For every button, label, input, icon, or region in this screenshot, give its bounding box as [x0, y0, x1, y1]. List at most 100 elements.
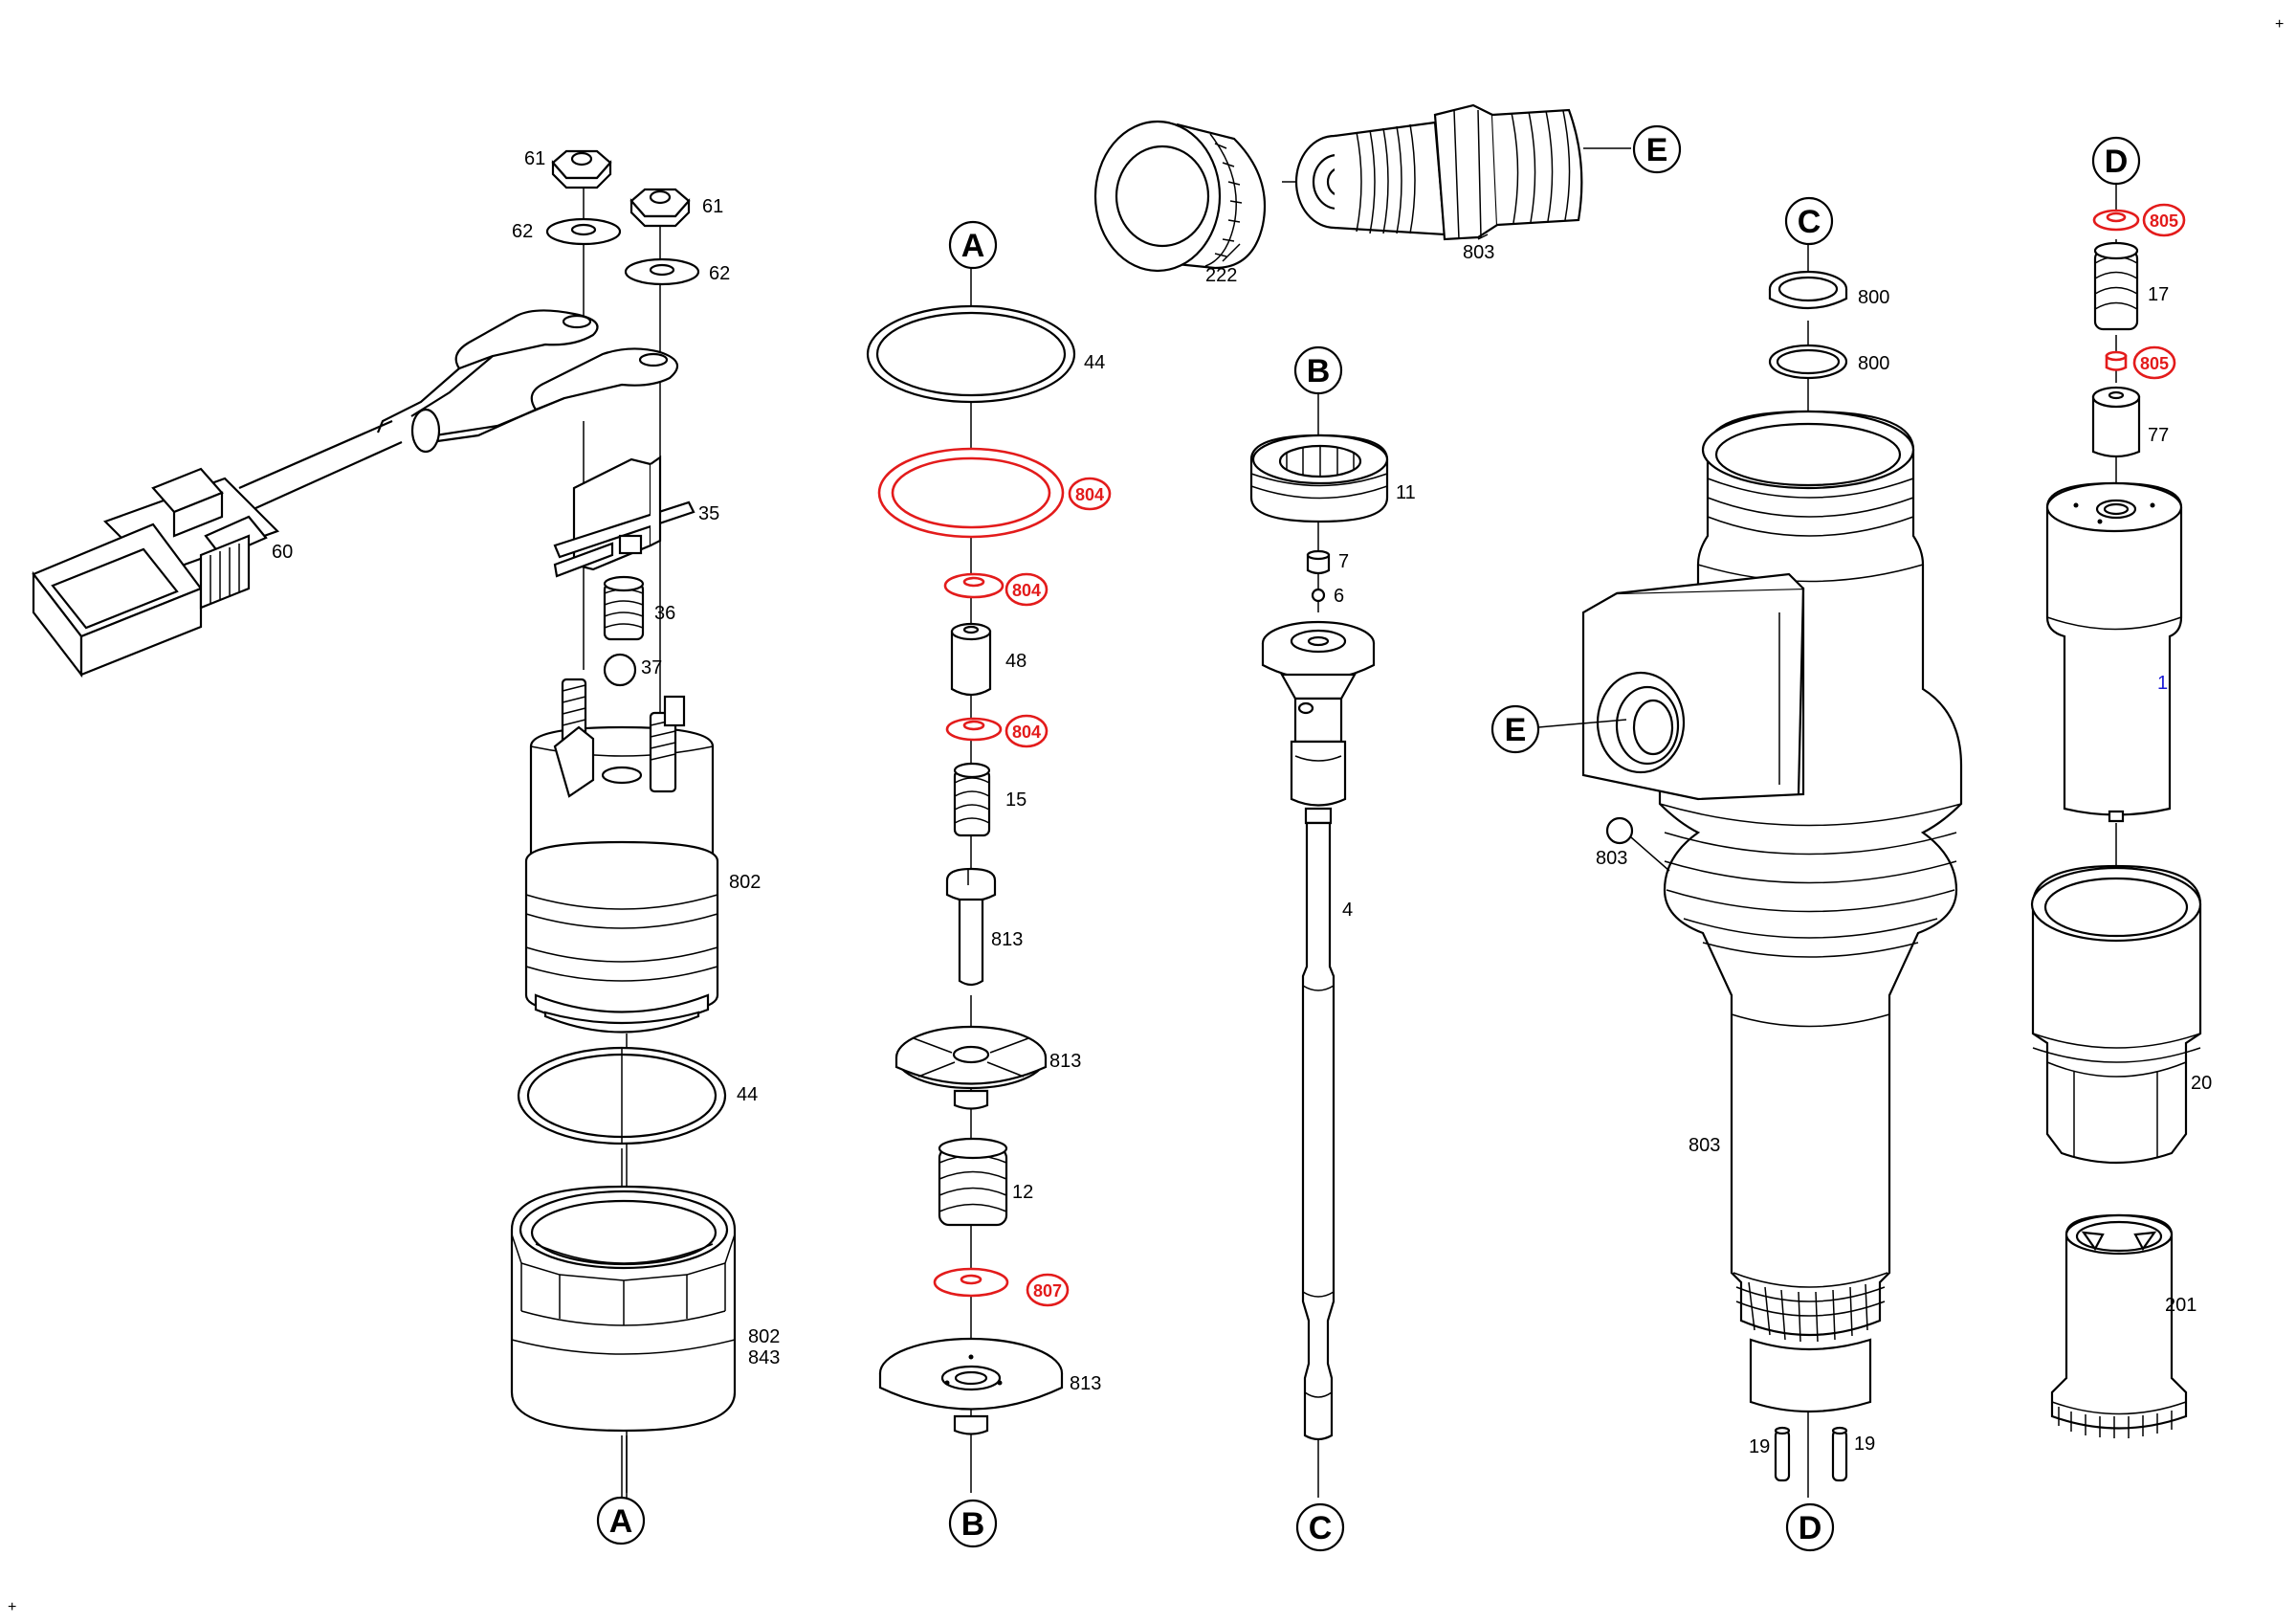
spring-17	[2093, 241, 2139, 331]
spring-12	[938, 1137, 1008, 1227]
washer-62b	[624, 257, 700, 286]
svg-text:805: 805	[2150, 211, 2178, 231]
ref-marker-b-top: B	[1293, 345, 1343, 395]
svg-text:C: C	[1309, 1510, 1333, 1546]
label-813-bolt: 813	[991, 929, 1023, 950]
svg-text:804: 804	[1075, 485, 1104, 504]
badge-804-small-upper: 804	[1004, 572, 1049, 607]
ref-marker-e-top: E	[1632, 124, 1682, 174]
inlet-connector-803	[1294, 103, 1583, 241]
badge-807: 807	[1026, 1273, 1070, 1307]
valve-nut-11	[1249, 434, 1389, 523]
armature-bolt-813	[945, 867, 997, 987]
ref-marker-d-top: D	[2091, 136, 2141, 186]
label-44-upper: 44	[1084, 352, 1105, 373]
highlight-labels: 804 804 804 807 805 805	[1004, 203, 2186, 1307]
svg-text:C: C	[1798, 204, 1821, 240]
svg-text:804: 804	[1012, 581, 1041, 600]
label-19-right: 19	[1854, 1434, 1875, 1455]
column-nozzle	[2030, 182, 2202, 1438]
ref-marker-c-top: C	[1784, 196, 1834, 246]
label-44-lower: 44	[737, 1084, 758, 1105]
label-19-left: 19	[1749, 1436, 1770, 1457]
label-36: 36	[654, 603, 675, 624]
ring-800-lower	[1768, 344, 1848, 380]
cable-harness-60	[32, 309, 679, 678]
spring-36	[603, 575, 645, 641]
ref-marker-a-bottom: A	[596, 1496, 646, 1545]
shim-804-small-lower	[945, 717, 1003, 742]
nozzle-nut-20	[2030, 864, 2202, 1165]
nozzle-1	[2045, 481, 2183, 823]
column-solenoid-assembly	[32, 149, 737, 1502]
corner-mark-bottom-left: +	[8, 1599, 16, 1615]
ball-seat-7	[1306, 549, 1331, 575]
svg-text:B: B	[1307, 353, 1331, 389]
corner-mark-top-right: +	[2275, 16, 2284, 33]
sleeve-48	[950, 622, 992, 697]
label-222: 222	[1205, 265, 1237, 286]
o-ring-44-upper	[866, 304, 1076, 404]
label-800-lower: 800	[1858, 353, 1889, 374]
label-6: 6	[1334, 586, 1344, 607]
ref-marker-b-bottom: B	[948, 1499, 998, 1548]
label-62a: 62	[512, 221, 533, 242]
spring-15	[953, 762, 991, 837]
label-813-valve: 813	[1070, 1373, 1101, 1394]
sleeve-201	[2050, 1213, 2188, 1438]
label-37: 37	[641, 657, 662, 678]
dowel-pin-19-right	[1831, 1426, 1848, 1482]
control-rod-4	[1301, 821, 1336, 1441]
shim-805-lower	[2105, 350, 2128, 371]
label-803-ball: 803	[1596, 848, 1627, 869]
svg-text:804: 804	[1012, 723, 1041, 742]
svg-text:807: 807	[1033, 1281, 1062, 1301]
svg-text:D: D	[1799, 1510, 1822, 1546]
svg-text:B: B	[961, 1506, 985, 1543]
inlet-group	[1093, 103, 1631, 273]
label-62b: 62	[709, 263, 730, 284]
hex-nut-61b	[629, 188, 691, 228]
label-813-disc: 813	[1049, 1051, 1081, 1072]
ring-800-upper	[1768, 270, 1848, 310]
badge-804-large: 804	[1068, 477, 1112, 511]
label-201: 201	[2165, 1295, 2197, 1316]
badge-805-upper: 805	[2142, 203, 2186, 237]
clip-35	[553, 455, 695, 578]
label-15: 15	[1005, 789, 1027, 811]
label-35: 35	[698, 503, 719, 524]
label-11: 11	[1396, 482, 1416, 503]
ball-37	[603, 653, 637, 687]
injector-body-803	[1581, 410, 1963, 1413]
leader-lines	[1222, 233, 1489, 262]
label-1-nozzle: 1	[2157, 673, 2168, 694]
label-802-solenoid: 802	[729, 872, 761, 893]
label-4: 4	[1342, 900, 1353, 921]
ref-marker-a-top: A	[948, 220, 998, 270]
label-61b: 61	[702, 196, 723, 217]
label-17: 17	[2148, 284, 2169, 305]
svg-text:D: D	[2105, 144, 2129, 180]
label-843: 843	[748, 1347, 780, 1368]
ball-803	[1605, 816, 1634, 845]
ball-6	[1311, 588, 1326, 603]
label-800-upper: 800	[1858, 287, 1889, 308]
label-77: 77	[2148, 425, 2169, 446]
washer-62a	[545, 217, 622, 246]
reference-markers: A A B B C C D D	[596, 124, 2141, 1552]
svg-text:E: E	[1505, 712, 1527, 748]
label-7: 7	[1338, 551, 1349, 572]
svg-text:A: A	[961, 228, 985, 264]
badge-804-small-lower: 804	[1004, 714, 1049, 748]
valve-disc-813	[878, 1337, 1064, 1435]
label-803-body: 803	[1689, 1135, 1720, 1156]
shim-804-small-upper	[943, 572, 1004, 599]
label-60: 60	[272, 542, 293, 563]
armature-disc-813	[894, 1025, 1048, 1110]
svg-text:E: E	[1646, 132, 1668, 168]
ref-marker-e-side: E	[1490, 704, 1540, 754]
solenoid-body-802	[524, 678, 719, 1034]
label-20: 20	[2191, 1073, 2212, 1094]
svg-text:805: 805	[2140, 354, 2169, 373]
